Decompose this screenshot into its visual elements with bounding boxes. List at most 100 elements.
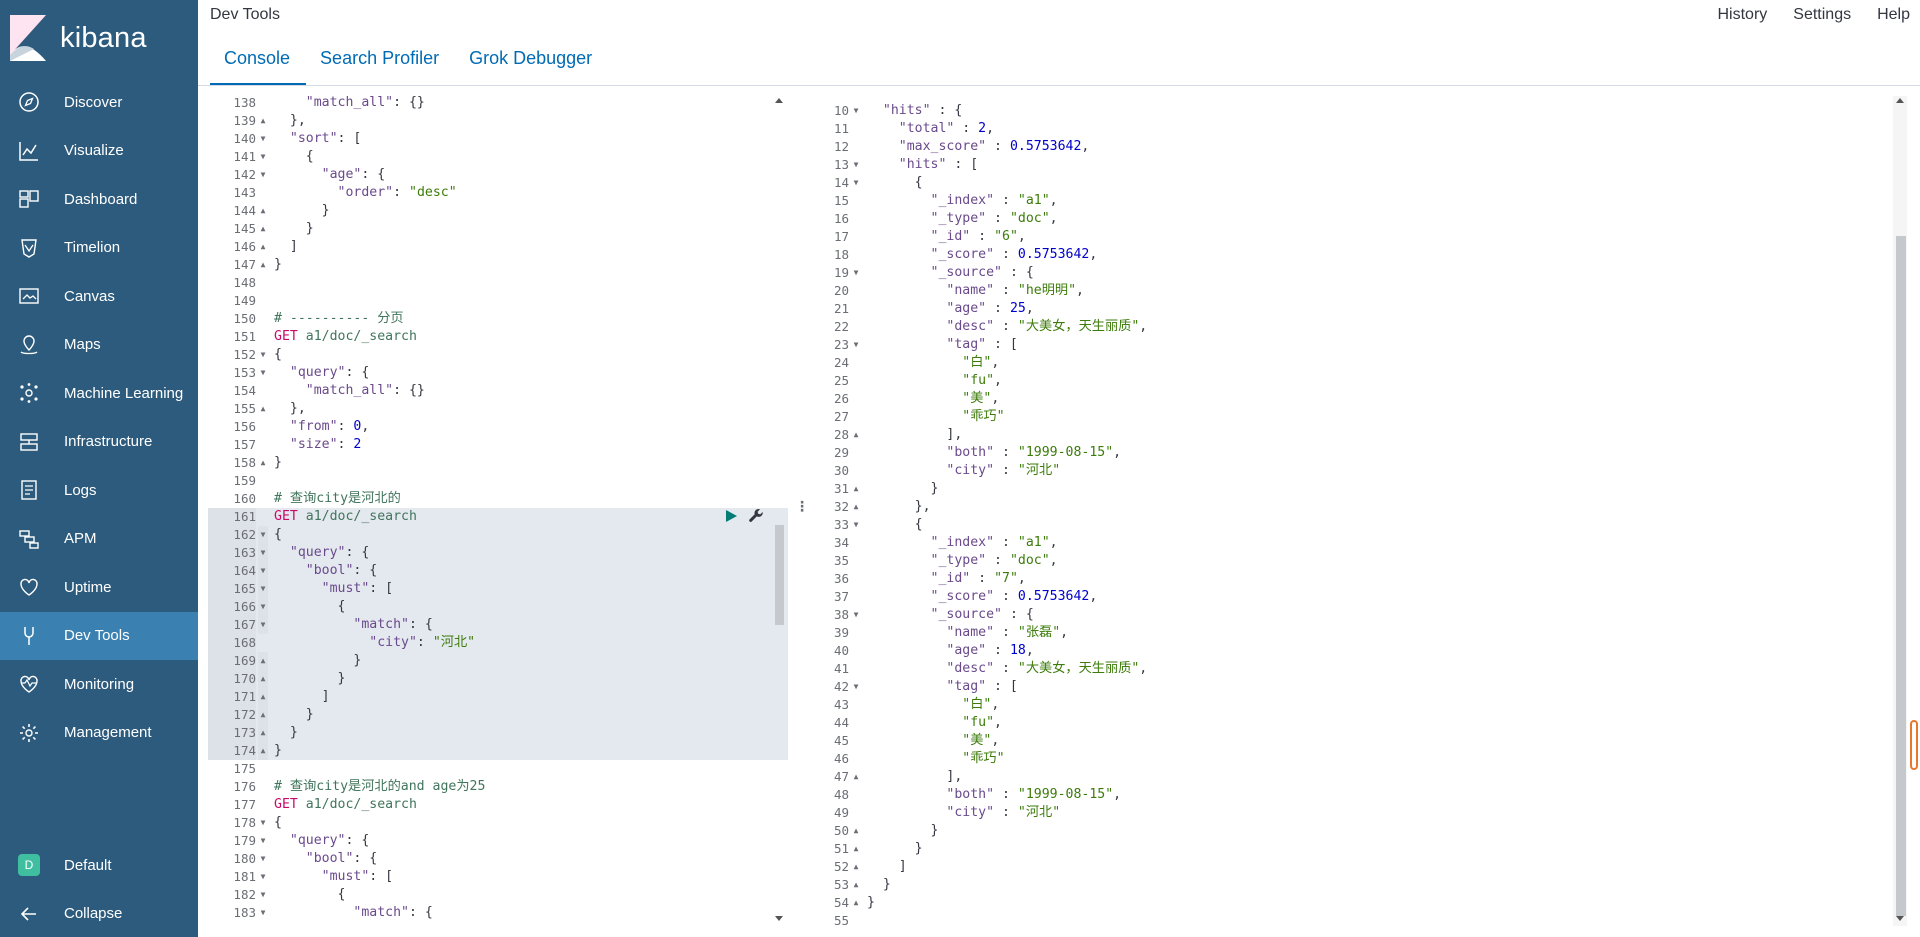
code-line[interactable]: 52▲ ] <box>801 858 1906 876</box>
code-line[interactable]: 156 "from": 0, <box>208 418 788 436</box>
code-line[interactable]: 168 "city": "河北" <box>208 634 788 652</box>
code-line[interactable]: 146▲ ] <box>208 238 788 256</box>
code-line[interactable]: 145▲ } <box>208 220 788 238</box>
code-line[interactable]: 170▲ } <box>208 670 788 688</box>
sidebar-item-timelion[interactable]: Timelion <box>0 224 198 273</box>
sidebar-item-dev-tools[interactable]: Dev Tools <box>0 611 198 660</box>
code-line[interactable]: 40 "age" : 18, <box>801 642 1906 660</box>
code-line[interactable]: 171▲ ] <box>208 688 788 706</box>
tab-search-profiler[interactable]: Search Profiler <box>320 48 440 68</box>
sidebar-item-visualize[interactable]: Visualize <box>0 127 198 176</box>
sidebar-item-apm[interactable]: APM <box>0 515 198 564</box>
request-scroll-thumb[interactable] <box>775 525 784 625</box>
fold-open-icon[interactable]: ▼ <box>260 854 266 863</box>
code-line[interactable]: 175 <box>208 760 788 778</box>
code-line[interactable]: 157 "size": 2 <box>208 436 788 454</box>
code-line[interactable]: 23▼ "tag" : [ <box>801 336 1906 354</box>
code-line[interactable]: 50▲ } <box>801 822 1906 840</box>
code-line[interactable]: 39 "name" : "张磊", <box>801 624 1906 642</box>
code-line[interactable]: 165▼ "must": [ <box>208 580 788 598</box>
code-line[interactable]: 21 "age" : 25, <box>801 300 1906 318</box>
fold-close-icon[interactable]: ▲ <box>853 484 859 493</box>
fold-open-icon[interactable]: ▼ <box>853 160 859 169</box>
fold-open-icon[interactable]: ▼ <box>258 562 268 580</box>
sidebar-item-uptime[interactable]: Uptime <box>0 563 198 612</box>
fold-open-icon[interactable]: ▼ <box>258 544 268 562</box>
code-line[interactable]: 183▼ "match": { <box>208 904 788 922</box>
code-line[interactable]: 166▼ { <box>208 598 788 616</box>
code-line[interactable]: 167▼ "match": { <box>208 616 788 634</box>
tab-grok-debugger[interactable]: Grok Debugger <box>469 48 593 68</box>
fold-close-icon[interactable]: ▲ <box>853 430 859 439</box>
fold-open-icon[interactable]: ▼ <box>258 598 268 616</box>
code-line[interactable]: 174▲} <box>208 742 788 760</box>
history-link[interactable]: History <box>1717 6 1768 23</box>
code-line[interactable]: 149 <box>208 292 788 310</box>
fold-close-icon[interactable]: ▲ <box>853 844 859 853</box>
fold-open-icon[interactable]: ▼ <box>258 616 268 634</box>
code-line[interactable]: 20 "name" : "he明明", <box>801 282 1906 300</box>
fold-open-icon[interactable]: ▼ <box>260 890 266 899</box>
code-line[interactable]: 26 "美", <box>801 390 1906 408</box>
code-line[interactable]: 178▼{ <box>208 814 788 832</box>
code-line[interactable]: 140▼ "sort": [ <box>208 130 788 148</box>
fold-open-icon[interactable]: ▼ <box>853 268 859 277</box>
fold-close-icon[interactable]: ▲ <box>258 742 268 760</box>
code-line[interactable]: 138 "match_all": {} <box>208 94 788 112</box>
code-line[interactable]: 38▼ "_source" : { <box>801 606 1906 624</box>
code-line[interactable]: 25 "fu", <box>801 372 1906 390</box>
code-line[interactable]: 182▼ { <box>208 886 788 904</box>
code-line[interactable]: 31▲ } <box>801 480 1906 498</box>
code-line[interactable]: 163▼ "query": { <box>208 544 788 562</box>
space-selector[interactable]: D Default <box>0 841 198 890</box>
code-line[interactable]: 139▲ }, <box>208 112 788 130</box>
fold-open-icon[interactable]: ▼ <box>260 134 266 143</box>
fold-close-icon[interactable]: ▲ <box>258 724 268 742</box>
fold-close-icon[interactable]: ▲ <box>260 260 266 269</box>
fold-close-icon[interactable]: ▲ <box>853 502 859 511</box>
fold-close-icon[interactable]: ▲ <box>853 880 859 889</box>
scroll-up-arrow[interactable] <box>775 98 783 103</box>
code-line[interactable]: 45 "美", <box>801 732 1906 750</box>
scroll-down-arrow[interactable] <box>1896 916 1904 921</box>
help-link[interactable]: Help <box>1877 6 1910 23</box>
code-line[interactable]: 13▼ "hits" : [ <box>801 156 1906 174</box>
code-line[interactable]: 51▲ } <box>801 840 1906 858</box>
fold-open-icon[interactable]: ▼ <box>853 682 859 691</box>
fold-open-icon[interactable]: ▼ <box>258 580 268 598</box>
fold-open-icon[interactable]: ▼ <box>260 152 266 161</box>
fold-open-icon[interactable]: ▼ <box>260 836 266 845</box>
code-line[interactable]: 34 "_index" : "a1", <box>801 534 1906 552</box>
code-line[interactable]: 19▼ "_source" : { <box>801 264 1906 282</box>
fold-open-icon[interactable]: ▼ <box>853 610 859 619</box>
code-line[interactable]: 150# ---------- 分页 <box>208 310 788 328</box>
code-line[interactable]: 169▲ } <box>208 652 788 670</box>
code-line[interactable]: 148 <box>208 274 788 292</box>
code-line[interactable]: 176# 查询city是河北的and age为25 <box>208 778 788 796</box>
code-line[interactable]: 18 "_score" : 0.5753642, <box>801 246 1906 264</box>
code-line[interactable]: 54▲} <box>801 894 1906 912</box>
code-line[interactable]: 160# 查询city是河北的 <box>208 490 788 508</box>
code-line[interactable]: 144▲ } <box>208 202 788 220</box>
fold-open-icon[interactable]: ▼ <box>260 350 266 359</box>
fold-close-icon[interactable]: ▲ <box>853 862 859 871</box>
code-line[interactable]: 35 "_type" : "doc", <box>801 552 1906 570</box>
code-line[interactable]: 12 "max_score" : 0.5753642, <box>801 138 1906 156</box>
request-editor[interactable]: 138 "match_all": {}139▲ },140▼ "sort": [… <box>208 94 788 926</box>
wrench-icon[interactable] <box>747 507 765 525</box>
response-viewer[interactable]: 10▼ "hits" : {11 "total" : 2,12 "max_sco… <box>801 94 1906 926</box>
code-line[interactable]: 17 "_id" : "6", <box>801 228 1906 246</box>
code-line[interactable]: 30 "city" : "河北" <box>801 462 1906 480</box>
fold-close-icon[interactable]: ▲ <box>260 116 266 125</box>
tab-console[interactable]: Console <box>210 38 307 85</box>
code-line[interactable]: 43 "白", <box>801 696 1906 714</box>
code-line[interactable]: 10▼ "hits" : { <box>801 102 1906 120</box>
fold-close-icon[interactable]: ▲ <box>258 670 268 688</box>
fold-open-icon[interactable]: ▼ <box>260 818 266 827</box>
code-line[interactable]: 49 "city" : "河北" <box>801 804 1906 822</box>
code-line[interactable]: 159 <box>208 472 788 490</box>
code-line[interactable]: 141▼ { <box>208 148 788 166</box>
fold-close-icon[interactable]: ▲ <box>260 242 266 251</box>
fold-close-icon[interactable]: ▲ <box>258 652 268 670</box>
